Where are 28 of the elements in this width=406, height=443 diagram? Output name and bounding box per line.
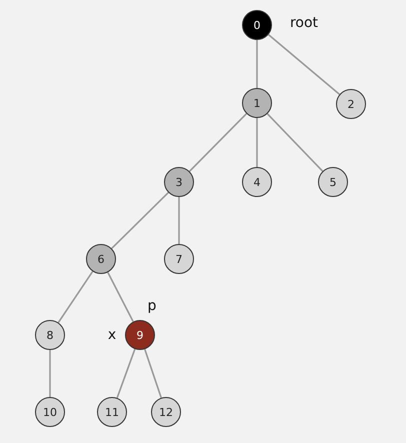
tree-edge (188, 113, 248, 172)
tree-edge (256, 40, 258, 88)
tree-edge (266, 113, 324, 172)
node-label: x (108, 327, 116, 343)
tree-edge (49, 350, 51, 397)
tree-node: 1 (242, 88, 272, 118)
tree-edge (116, 348, 136, 398)
tree-node: 12 (151, 397, 181, 427)
tree-edge (178, 197, 180, 244)
tree-node: 10 (35, 397, 65, 427)
tree-node: 8 (35, 320, 65, 350)
tree-edge (268, 34, 340, 95)
tree-edge (107, 272, 134, 322)
tree-node: 5 (318, 167, 348, 197)
node-label: root (290, 15, 318, 31)
tree-edge (144, 348, 162, 398)
tree-edge (256, 118, 258, 167)
tree-edge (58, 271, 94, 323)
tree-node: 4 (242, 167, 272, 197)
tree-edge (111, 192, 169, 250)
tree-node: 9 (125, 320, 155, 350)
tree-node: 0 (242, 10, 272, 40)
tree-node: 7 (164, 244, 194, 274)
tree-node: 3 (164, 167, 194, 197)
node-label: p (148, 298, 156, 314)
tree-node: 11 (97, 397, 127, 427)
tree-node: 2 (336, 89, 366, 119)
tree-node: 6 (86, 244, 116, 274)
